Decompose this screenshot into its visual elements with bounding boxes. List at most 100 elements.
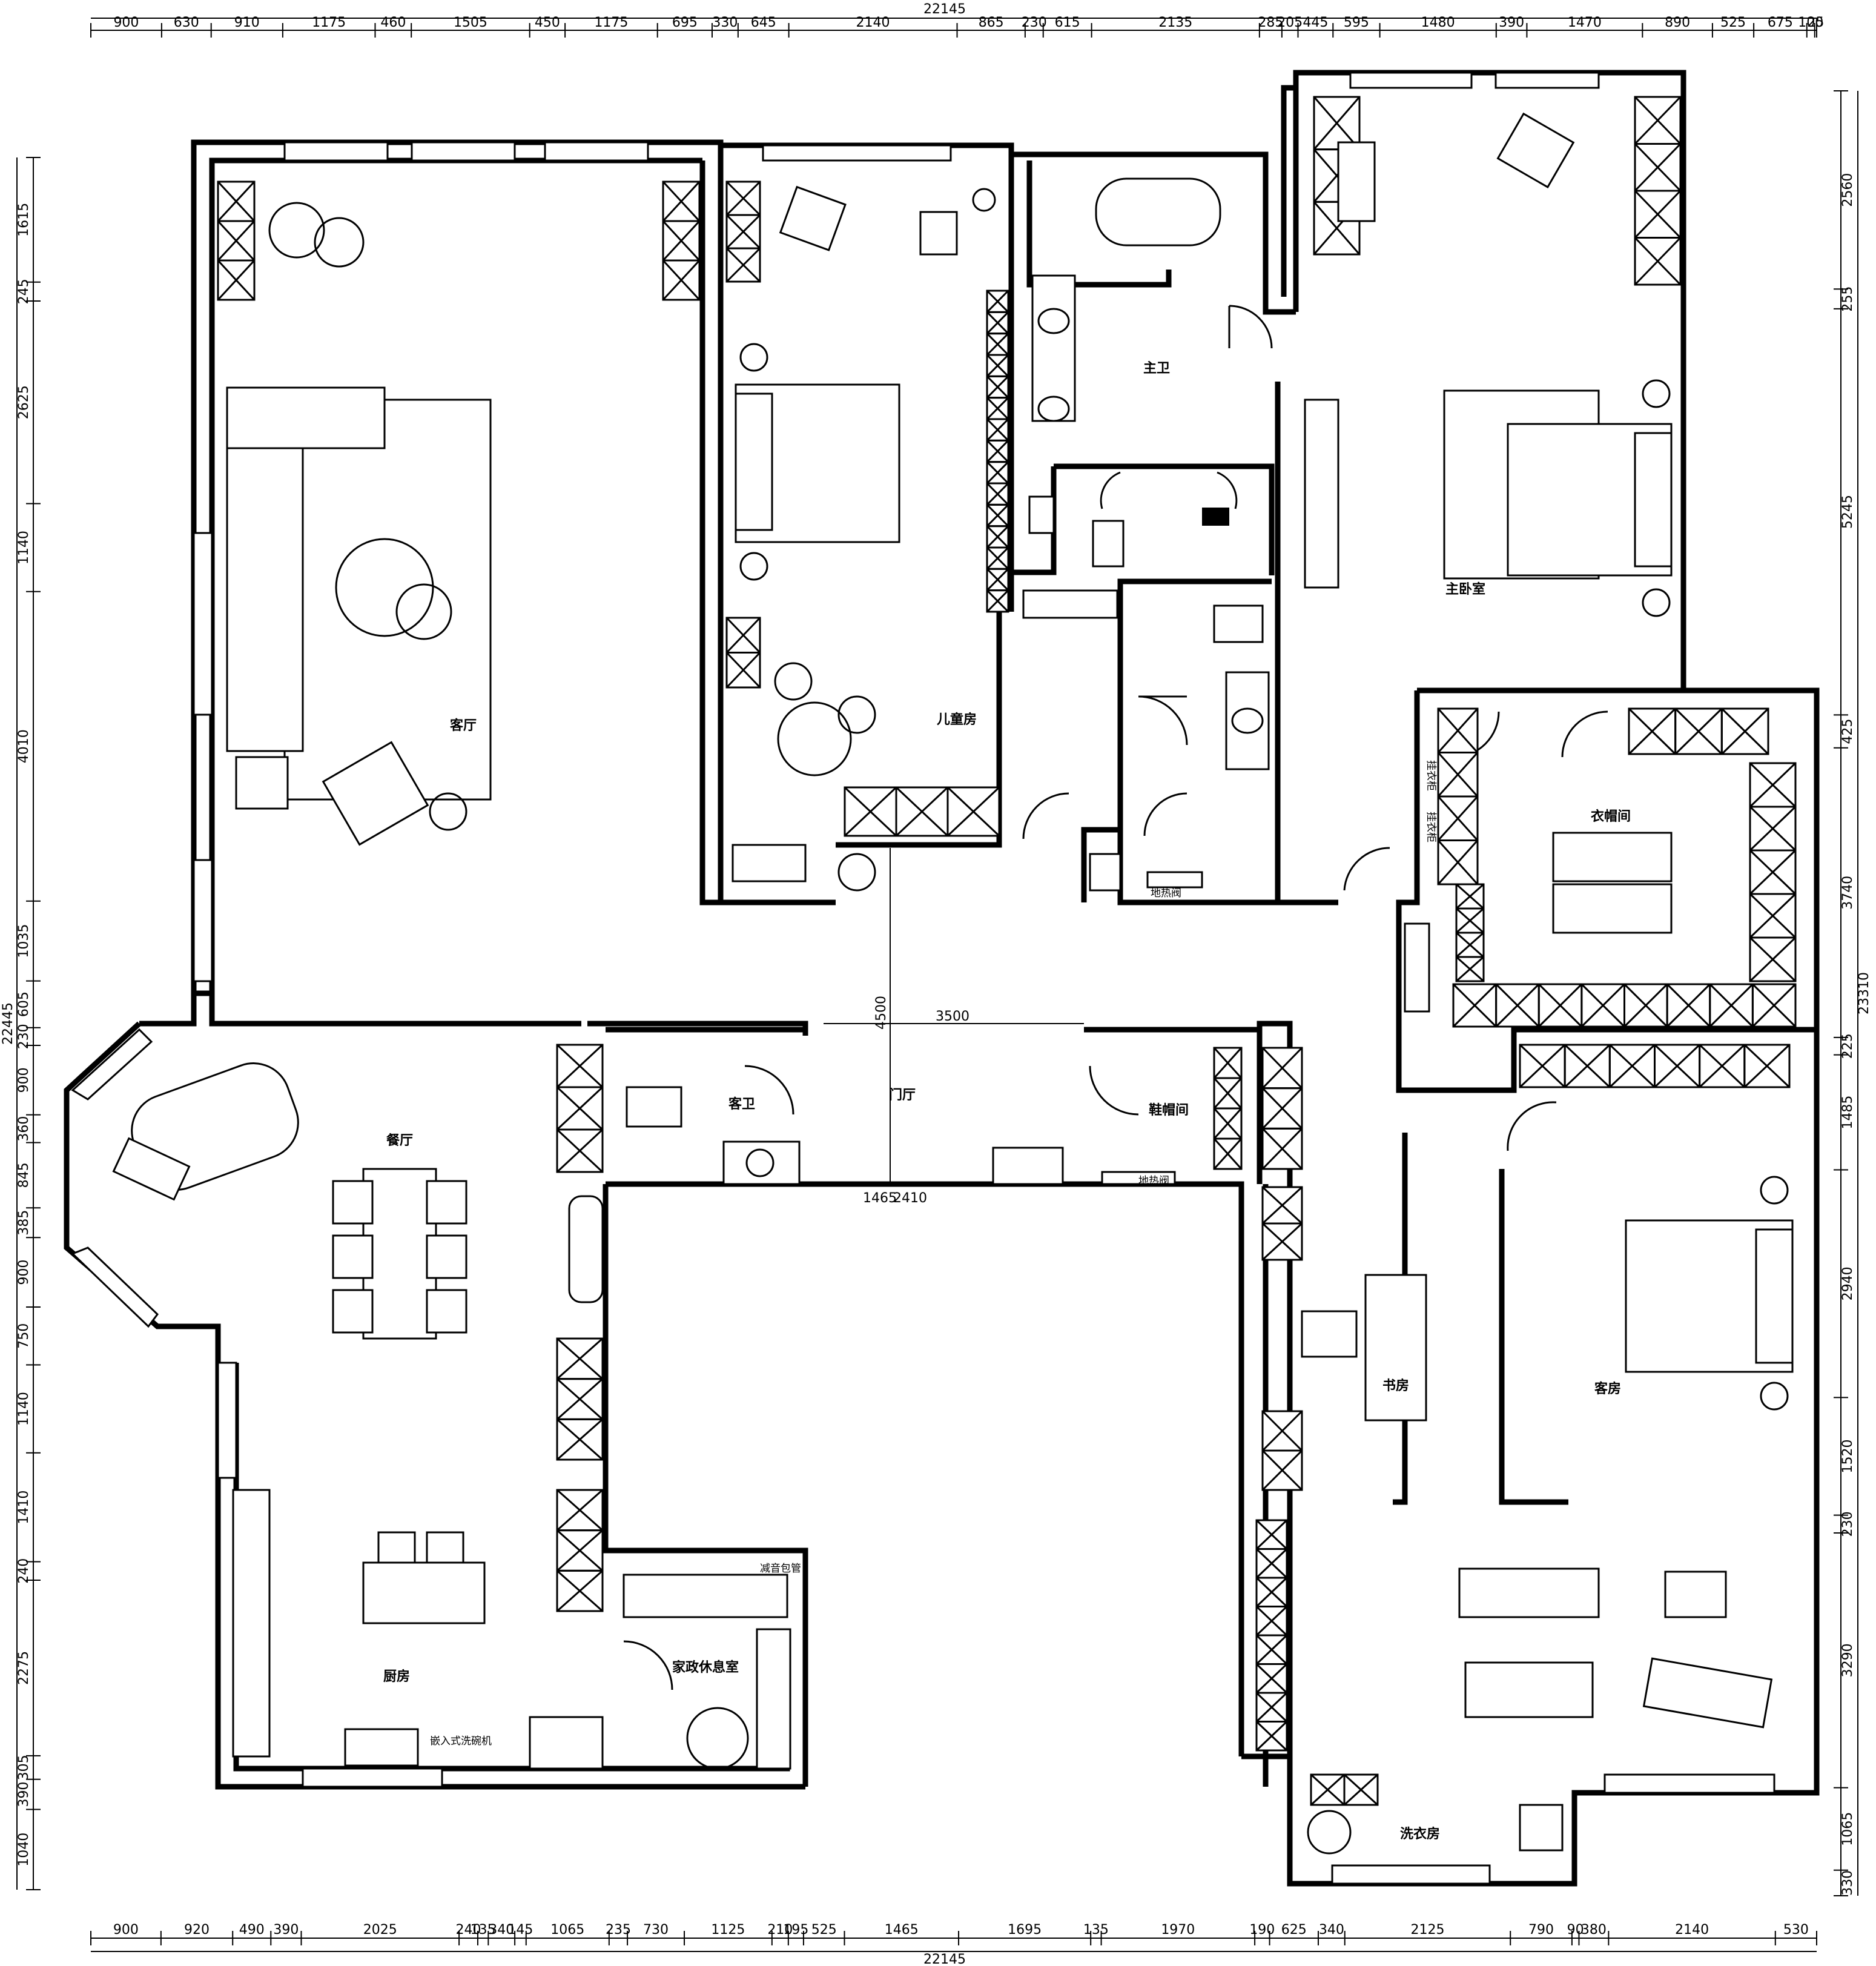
dimension-top-segment: 695 bbox=[672, 15, 698, 30]
kitchen-island bbox=[362, 1561, 486, 1624]
dimension-top-total: 22145 bbox=[923, 2, 966, 17]
dimension-bottom-segment: 530 bbox=[1783, 1922, 1809, 1938]
wardrobe bbox=[1452, 983, 1797, 1028]
dimension-right-segment: 1485 bbox=[1840, 1096, 1855, 1130]
dimension-right-segment: 330 bbox=[1840, 1870, 1855, 1896]
dimension-bottom-segment: 2125 bbox=[1410, 1922, 1444, 1938]
dimension-left-segment: 390 bbox=[16, 1782, 31, 1807]
room-label-closet: 衣帽间 bbox=[1591, 809, 1631, 824]
wardrobe bbox=[1628, 707, 1769, 755]
dimension-bottom-segment: 730 bbox=[643, 1922, 669, 1938]
wardrobe-label-a: 挂衣柜 bbox=[1425, 760, 1437, 791]
dimension-bottom-segment: 235 bbox=[606, 1922, 631, 1938]
dining-table bbox=[362, 1168, 437, 1340]
room-label-laundry: 洗衣房 bbox=[1400, 1826, 1440, 1842]
dimension-left-segment: 240 bbox=[16, 1558, 31, 1584]
dimension-right-segment: 3290 bbox=[1840, 1643, 1855, 1677]
coffee-table bbox=[335, 538, 434, 637]
doors bbox=[623, 305, 1608, 1690]
wardrobe bbox=[1519, 1044, 1791, 1088]
dimension-bottom-segment: 1065 bbox=[550, 1922, 584, 1938]
inner-dimensions: 4500 3500 1465 2410 bbox=[863, 996, 969, 1206]
wardrobe bbox=[556, 1337, 604, 1461]
dimension-left-segment: 900 bbox=[16, 1067, 31, 1093]
dimension-top-segment: 900 bbox=[113, 15, 139, 30]
dimension-right-segment: 2560 bbox=[1840, 173, 1855, 207]
room-label-kids: 儿童房 bbox=[936, 712, 977, 727]
room-label-maid-room: 家政休息室 bbox=[672, 1660, 739, 1675]
dimension-top-segment: 1480 bbox=[1421, 15, 1455, 30]
dim-3500: 3500 bbox=[936, 1009, 969, 1024]
foyer-bench bbox=[992, 1147, 1064, 1185]
wardrobe bbox=[725, 180, 761, 283]
dimension-left-segment: 750 bbox=[16, 1323, 31, 1349]
dimension-left-segment: 1035 bbox=[16, 924, 31, 958]
dimension-bottom-segment: 790 bbox=[1528, 1922, 1554, 1938]
dimension-bottom-segment: 135 bbox=[471, 1922, 496, 1938]
dimension-left-segment: 900 bbox=[16, 1260, 31, 1285]
room-label-master-bed: 主卧室 bbox=[1445, 581, 1485, 597]
windows bbox=[71, 71, 1775, 1885]
washer-icon bbox=[1307, 1810, 1352, 1855]
dimension-bottom-segment: 2140 bbox=[1675, 1922, 1709, 1938]
sink bbox=[344, 1728, 419, 1767]
dimension-bottom-segment: 625 bbox=[1281, 1922, 1307, 1938]
dimension-right: 2560255524542537402251485294015202303290… bbox=[1834, 90, 1872, 1896]
dimension-top-segment: 525 bbox=[1720, 15, 1746, 30]
bathtub bbox=[1095, 177, 1221, 247]
dimension-top-segment: 675 bbox=[1768, 15, 1793, 30]
dimension-right-segment: 2940 bbox=[1840, 1266, 1855, 1300]
wardrobe bbox=[986, 290, 1009, 613]
dimension-bottom-segment: 900 bbox=[113, 1922, 139, 1938]
dimension-top-segment: 25 bbox=[1807, 15, 1824, 30]
toilet bbox=[1092, 520, 1125, 568]
dining-chair bbox=[426, 1180, 467, 1225]
dimension-left-segment: 245 bbox=[16, 279, 31, 304]
dimension-top-segment: 1505 bbox=[454, 15, 487, 30]
room-label-kitchen: 厨房 bbox=[383, 1669, 410, 1684]
dimension-top-segment: 630 bbox=[174, 15, 199, 30]
dimension-bottom-segment: 920 bbox=[184, 1922, 210, 1938]
dimension-top-segment: 615 bbox=[1055, 15, 1080, 30]
dimension-right-segment: 1065 bbox=[1840, 1812, 1855, 1846]
dimension-bottom-segment: 340 bbox=[489, 1922, 514, 1938]
dimension-top-segment: 595 bbox=[1344, 15, 1369, 30]
soundproof-pipe-label: 减音包管 bbox=[760, 1563, 801, 1575]
living-rug bbox=[283, 399, 492, 801]
study-chair bbox=[1301, 1310, 1358, 1358]
maid-chair bbox=[686, 1707, 749, 1770]
dimension-top-segment: 645 bbox=[751, 15, 776, 30]
dimension-bottom-segment: 1125 bbox=[711, 1922, 745, 1938]
dimension-left-segment: 385 bbox=[16, 1210, 31, 1236]
dimension-top-segment: 890 bbox=[1665, 15, 1690, 30]
dimension-top-segment: 205 bbox=[1277, 15, 1303, 30]
dimension-bottom-segment: 525 bbox=[811, 1922, 837, 1938]
dimension-left-segment: 4010 bbox=[16, 729, 31, 763]
dimension-left-segment: 2625 bbox=[16, 385, 31, 419]
dim-2410: 2410 bbox=[893, 1191, 927, 1206]
dimension-left-segment: 1140 bbox=[16, 1392, 31, 1426]
dim-1465: 1465 bbox=[863, 1191, 897, 1206]
dimension-top-segment: 460 bbox=[380, 15, 406, 30]
room-label-guest-room: 客房 bbox=[1594, 1381, 1621, 1397]
closet-island-2 bbox=[1552, 883, 1673, 934]
dimension-top-segment: 865 bbox=[979, 15, 1004, 30]
dimension-left-segment: 1140 bbox=[16, 531, 31, 564]
dimension-left-segment: 1615 bbox=[16, 203, 31, 237]
furniture: 地热阀 挂衣柜 挂衣柜 嵌入式洗碗机 bbox=[112, 96, 1797, 1855]
wardrobe bbox=[844, 786, 1000, 837]
dimension-top-segment: 285 bbox=[1258, 15, 1283, 30]
dimension-bottom-segment: 190 bbox=[1249, 1922, 1275, 1938]
wardrobe bbox=[1261, 1410, 1303, 1491]
floor-heat-label-2: 地热阀 bbox=[1138, 1175, 1169, 1187]
wardrobe bbox=[1749, 762, 1797, 982]
room-label-study: 书房 bbox=[1382, 1378, 1409, 1394]
dimension-top-segment: 2135 bbox=[1158, 15, 1192, 30]
wardrobe bbox=[556, 1044, 604, 1173]
master-chair bbox=[1496, 112, 1575, 189]
dimension-bottom-segment: 90 bbox=[1567, 1922, 1584, 1938]
dimension-bottom-segment: 490 bbox=[239, 1922, 265, 1938]
dimension-top-segment: 450 bbox=[535, 15, 560, 30]
